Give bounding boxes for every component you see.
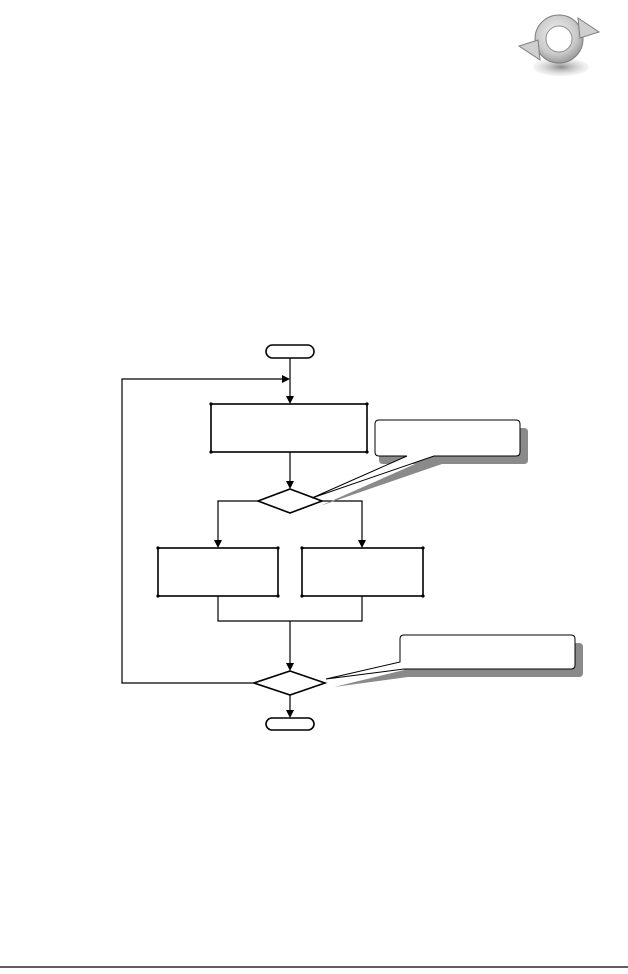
process-1-corner [365, 450, 369, 454]
process-box-right [301, 547, 424, 597]
process-right-corner [300, 546, 304, 550]
process-box-1 [210, 403, 368, 453]
edge-loop-back [121, 378, 282, 684]
arrowhead-into-left-process [214, 540, 222, 548]
decision-diamond-1 [255, 488, 325, 514]
edge-decision-1-right [322, 500, 363, 540]
arrowhead-into-process-1 [286, 396, 294, 404]
decision-diamond-2 [251, 670, 328, 696]
process-left-corner [156, 546, 160, 550]
edge-merge-branches [217, 596, 363, 622]
process-left-corner [276, 546, 280, 550]
process-right-corner [421, 546, 425, 550]
process-right-corner [421, 594, 425, 598]
start-terminator [265, 344, 315, 359]
process-right-corner [300, 594, 304, 598]
edge-decision-1-left [217, 500, 258, 540]
callout-1 [311, 419, 528, 506]
callout-2 [325, 634, 583, 687]
process-left-corner [276, 594, 280, 598]
arrowhead-into-decision-2 [286, 663, 294, 671]
arrowhead-into-decision-1 [286, 481, 294, 489]
process-box-left [157, 547, 279, 597]
arrowhead-loop-back [282, 375, 290, 383]
arrowhead-into-end [286, 710, 294, 718]
process-1-corner [209, 402, 213, 406]
process-1-corner [365, 402, 369, 406]
end-terminator [265, 717, 315, 731]
refresh-cycle-icon [517, 14, 601, 76]
arrowhead-into-right-process [358, 540, 366, 548]
process-left-corner [156, 594, 160, 598]
process-1-corner [209, 450, 213, 454]
